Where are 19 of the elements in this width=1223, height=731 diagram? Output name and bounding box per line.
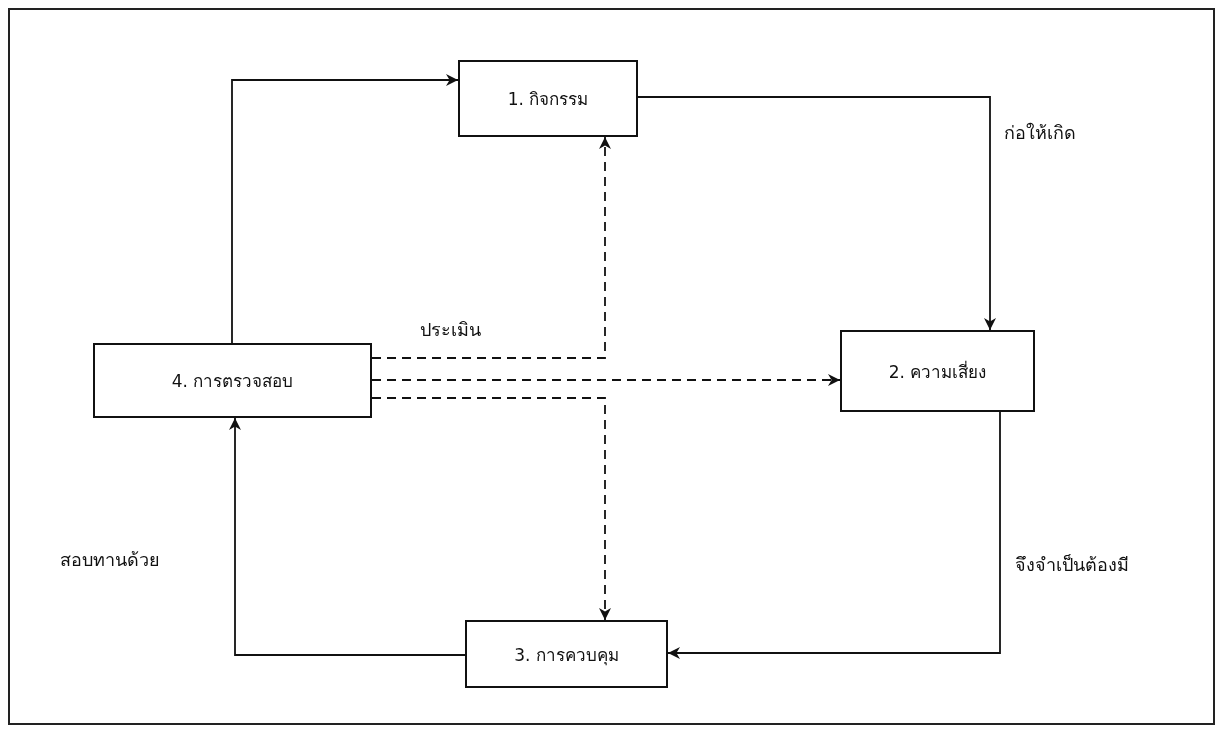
node-text: 3. การควบคุม — [514, 643, 619, 668]
annotation-text: ประเมิน — [420, 318, 481, 342]
arrow — [371, 136, 611, 359]
process-box — [840, 330, 1035, 412]
edge-label: ก่อให้เกิด — [1004, 121, 1076, 145]
arrow — [371, 374, 841, 386]
arrow — [231, 74, 459, 344]
arrow — [229, 417, 466, 656]
arrow — [637, 96, 996, 331]
arrow — [667, 411, 1001, 659]
process-box — [458, 60, 638, 137]
edge-label: จึงจำเป็นต้องมี — [1015, 553, 1129, 577]
edge-label: สอบทานด้วย — [60, 548, 160, 572]
node-text: 4. การตรวจสอบ — [171, 370, 294, 393]
node-text: 2. ความเสี่ยง — [888, 359, 987, 384]
node-text: 1. กิจกรรม — [507, 88, 589, 111]
process-box — [93, 343, 372, 418]
process-box — [465, 620, 668, 688]
arrow — [371, 397, 611, 621]
